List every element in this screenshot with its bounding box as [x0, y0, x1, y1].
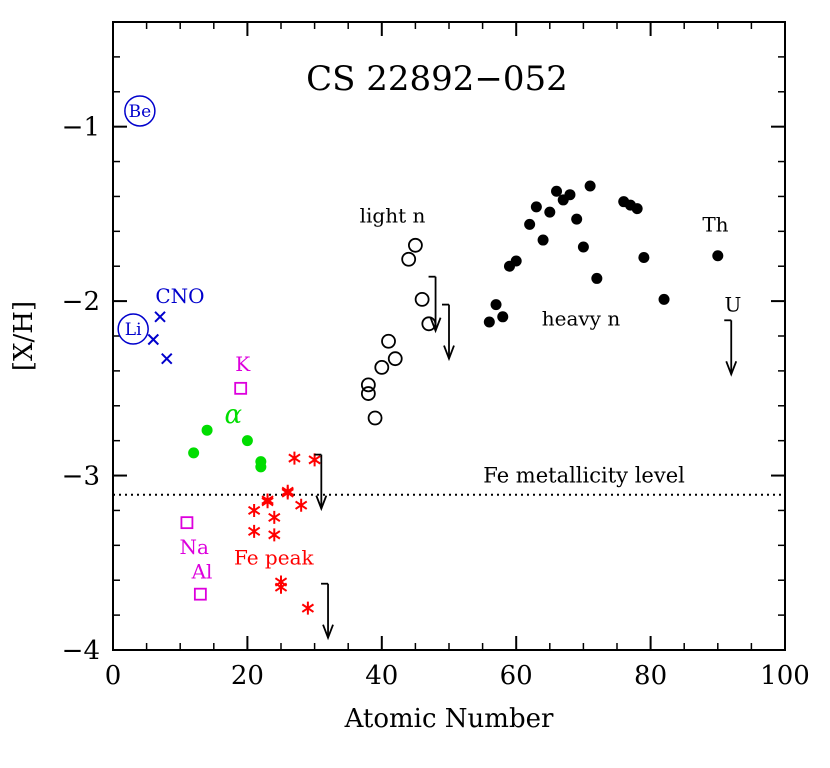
filled-circle-point [631, 203, 643, 215]
filled-circle-point [537, 234, 549, 246]
circled-label-text: Li [125, 320, 142, 340]
annotation-label: Th [702, 212, 728, 236]
open-circle-point [414, 291, 430, 307]
chart-title: CS 22892−052 [306, 59, 568, 99]
filled-circle-point [712, 250, 724, 262]
upper-limit-arrowhead [443, 345, 455, 362]
annotation-label: Fe peak [234, 546, 315, 570]
asterisk-point [261, 495, 274, 509]
circled-label-text: Be [129, 102, 152, 122]
cross-point [154, 311, 166, 323]
cross-point [161, 352, 173, 365]
annotation-label: Fe metallicity level [483, 464, 685, 488]
open-square-point [193, 587, 207, 601]
filled-circle-point [577, 241, 589, 253]
upper-limit-arrowhead [322, 624, 334, 641]
x-axis-title: Atomic Number [344, 704, 554, 734]
x-tick-label: 60 [500, 661, 533, 691]
asterisk-point [268, 528, 281, 542]
axis-ticks: 0 20 40 60 80 100 −1 −2 −3 −4 [62, 21, 810, 691]
open-square-point [234, 381, 248, 395]
open-circle-point [360, 386, 376, 401]
filled-circle-point [530, 201, 542, 213]
filled-circle-point [658, 293, 670, 305]
asterisk-point [268, 510, 281, 524]
y-tick-label: −1 [62, 113, 100, 143]
open-circle-point [367, 410, 383, 426]
circled-label-ring [117, 313, 149, 345]
filled-circle-point [564, 189, 576, 201]
annotation-label: K [235, 352, 251, 376]
x-tick-label: 80 [634, 661, 667, 691]
y-axis-title: [X/H] [9, 301, 39, 371]
annotation-label: light n [360, 204, 426, 228]
filled-circle-point [255, 461, 267, 473]
x-tick-label: 0 [105, 661, 122, 691]
upper-limit-arrowhead [725, 360, 738, 377]
asterisk-point [274, 580, 288, 594]
filled-circle-point [544, 206, 556, 218]
upper-limit-arrowhead [429, 317, 442, 334]
asterisk-point [288, 451, 301, 465]
filled-circle-point [241, 435, 253, 447]
x-tick-label: 100 [760, 661, 810, 691]
asterisk-point [247, 524, 261, 538]
open-circle-point [387, 351, 403, 367]
open-square-point [180, 516, 194, 530]
asterisk-point [281, 486, 294, 500]
y-tick-label: −3 [62, 462, 100, 492]
asterisk-point [247, 503, 261, 517]
circled-label-ring [124, 95, 156, 127]
y-tick-label: −4 [62, 636, 100, 666]
annotation-label: Al [191, 559, 213, 583]
annotation-label: U [725, 293, 742, 317]
open-circle-point [407, 237, 423, 253]
open-circle-point [381, 333, 396, 349]
filled-circle-point [524, 218, 536, 230]
annotation-label: CNO [155, 284, 204, 308]
open-circle-point [401, 251, 417, 267]
filled-circle-point [638, 252, 650, 263]
filled-circle-point [591, 272, 603, 284]
annotation-label: α [225, 400, 243, 430]
asterisk-point [308, 453, 321, 467]
y-tick-label: −2 [62, 287, 100, 317]
filled-circle-point [551, 185, 563, 197]
filled-circle-point [497, 311, 509, 323]
filled-circle-point [201, 424, 213, 436]
open-circle-point [374, 359, 390, 375]
x-tick-label: 20 [231, 661, 264, 691]
annotation-label: Na [180, 535, 210, 559]
open-circle-point [360, 377, 376, 393]
asterisk-point [295, 498, 308, 512]
x-tick-label: 40 [365, 661, 398, 691]
filled-circle-point [584, 180, 596, 192]
filled-circle-point [188, 447, 200, 459]
upper-limit-arrowhead [315, 495, 328, 512]
annotation-label: heavy n [542, 307, 621, 331]
filled-circle-point [510, 255, 522, 267]
filled-circle-point [490, 299, 502, 311]
cross-point [147, 333, 160, 346]
filled-circle-point [483, 316, 495, 328]
asterisk-point [301, 601, 315, 615]
filled-circle-point [571, 213, 583, 225]
